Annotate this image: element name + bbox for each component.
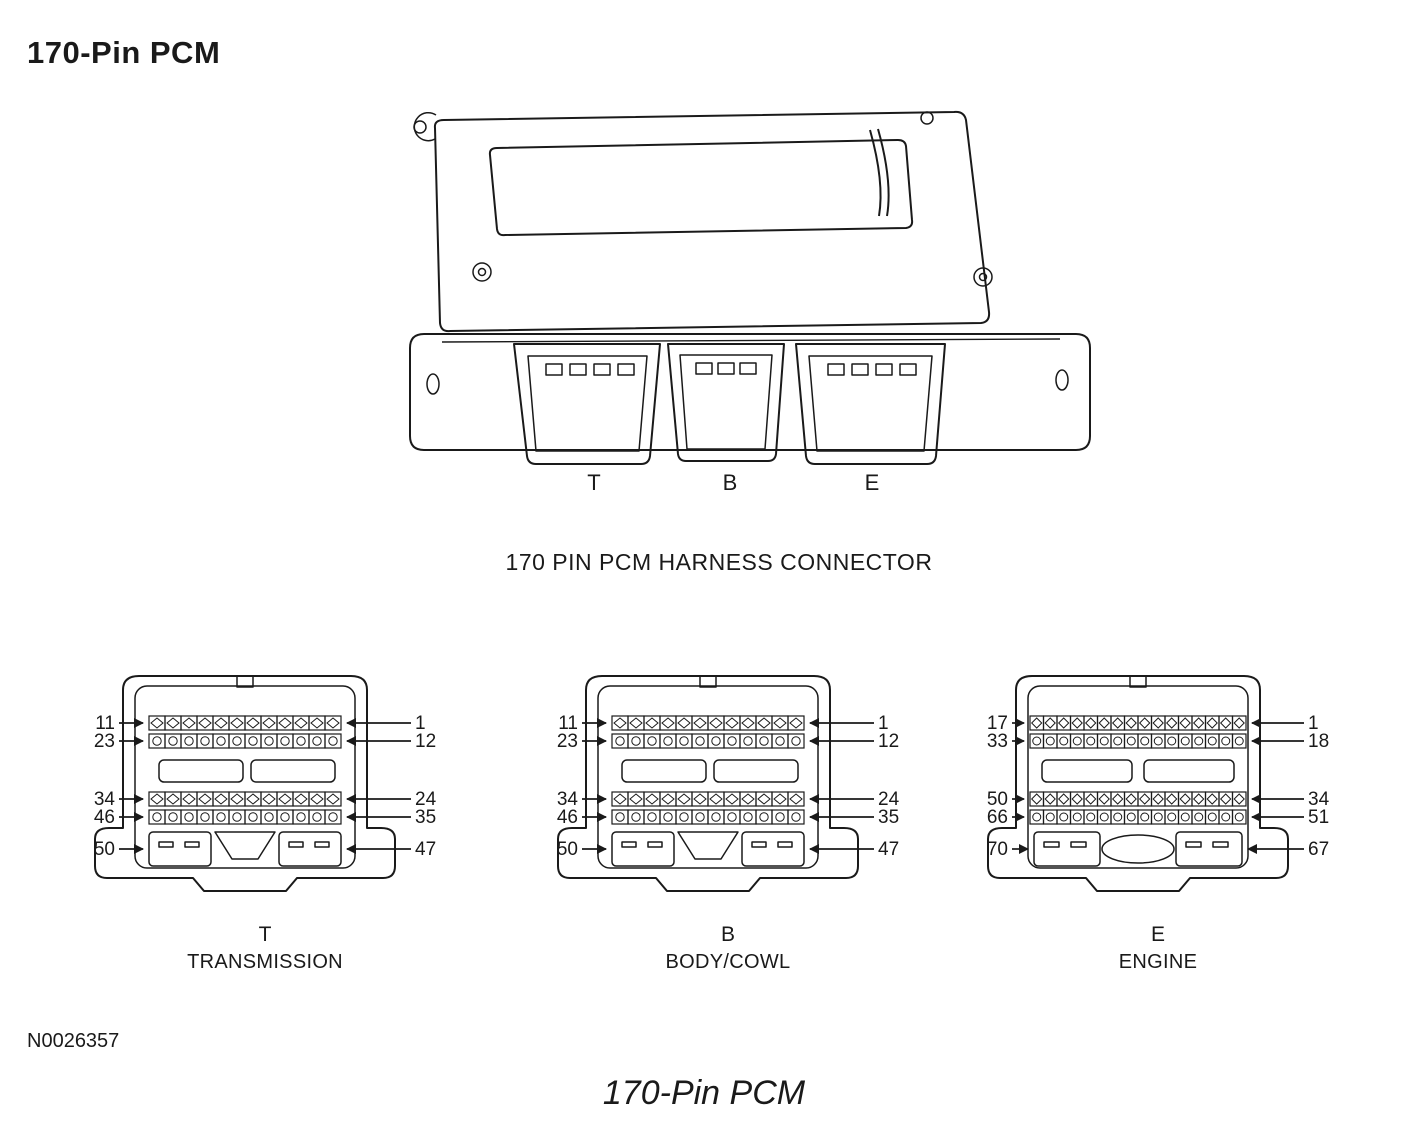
pin-pointer-arrows (582, 718, 874, 854)
pin-number-label: 11 (95, 713, 115, 734)
pin-number-label: 1 (415, 713, 426, 734)
pin-number-label: 34 (557, 789, 579, 810)
module-label-b: B (723, 470, 738, 495)
pin-number-label: 23 (557, 731, 578, 752)
pcm-module-drawing: T B E (409, 110, 1091, 495)
connector-letter: E (1150, 923, 1165, 946)
pin-number-label: 46 (94, 807, 115, 828)
blade-terminals (148, 831, 342, 867)
module-connector-letters: T B E (587, 470, 879, 495)
pin-number-label: 34 (94, 789, 116, 810)
pin-number-label: 1 (1308, 713, 1319, 734)
pin-number-label: 46 (557, 807, 578, 828)
pin-number-label: 50 (94, 839, 115, 860)
pin-number-label: 23 (94, 731, 115, 752)
pin-number-label: 50 (987, 789, 1008, 810)
blade-terminals (1033, 831, 1243, 867)
module-label-t: T (587, 470, 600, 495)
pin-number-label: 17 (987, 713, 1008, 734)
pin-number-label: 1 (878, 713, 889, 734)
pin-number-label: 18 (1308, 731, 1329, 752)
connector-shroud-e (795, 343, 946, 465)
pin-number-label: 35 (415, 807, 436, 828)
connector-face-drawing: 17 33 50 66 70 1 18 34 51 67 (987, 675, 1330, 892)
connector-diagram-transmission: 11 23 34 46 50 1 12 24 35 47 T TRANSMISS… (85, 664, 445, 974)
pin-number-label: 66 (987, 807, 1008, 828)
pin-number-label: 33 (987, 731, 1008, 752)
pin-number-label: 12 (415, 731, 436, 752)
pin-number-label: 12 (878, 731, 899, 752)
blade-terminals (611, 831, 805, 867)
pin-number-label: 50 (557, 839, 578, 860)
pin-number-label: 70 (987, 839, 1008, 860)
page-title: 170-Pin PCM (27, 34, 221, 70)
pin-number-label: 11 (558, 713, 578, 734)
pin-grid (1030, 716, 1246, 824)
connector-diagram-body-cowl: 11 23 34 46 50 1 12 24 35 47 B BODY/COWL (548, 664, 908, 974)
connector-outline (987, 675, 1289, 892)
pin-number-label: 24 (415, 789, 437, 810)
pin-number-label: 51 (1308, 807, 1329, 828)
pin-number-label: 47 (878, 839, 899, 860)
pin-pointer-arrows (119, 718, 411, 854)
pcm-case (433, 110, 991, 333)
connector-diagram-engine: 17 33 50 66 70 1 18 34 51 67 E ENGINE (978, 664, 1338, 974)
pin-number-labels: 11 23 34 46 50 1 12 24 35 47 (94, 713, 437, 860)
mounting-flange (409, 333, 1091, 451)
harness-connector-caption: 170 PIN PCM HARNESS CONNECTOR (505, 549, 933, 575)
connector-letter: B (720, 923, 735, 946)
mounting-holes (413, 111, 993, 287)
connector-letter: T (258, 923, 272, 946)
pin-number-label: 34 (1308, 789, 1330, 810)
connector-name: TRANSMISSION (187, 951, 343, 973)
pin-number-label: 24 (878, 789, 900, 810)
pcm-module-illustration: T B E (400, 104, 1100, 496)
connector-outline (557, 675, 859, 892)
pin-number-labels: 11 23 34 46 50 1 12 24 35 47 (557, 713, 900, 860)
pin-number-label: 67 (1308, 839, 1329, 860)
pin-number-label: 47 (415, 839, 436, 860)
pin-number-label: 35 (878, 807, 899, 828)
pin-pointer-arrows (1012, 718, 1304, 854)
pin-grid (149, 716, 341, 824)
connector-outline (94, 675, 396, 892)
connector-shroud-b (667, 343, 785, 462)
connector-face-drawing: 11 23 34 46 50 1 12 24 35 47 (557, 675, 900, 892)
pin-number-labels: 17 33 50 66 70 1 18 34 51 67 (987, 713, 1330, 860)
connector-name: ENGINE (1118, 951, 1198, 973)
module-label-e: E (865, 470, 880, 495)
figure-caption: 170-Pin PCM (602, 1074, 806, 1112)
connector-shroud-t (513, 343, 661, 465)
pin-grid (612, 716, 804, 824)
connector-face-drawing: 11 23 34 46 50 1 12 24 35 47 (94, 675, 437, 892)
figure-number: N0026357 (27, 1030, 120, 1052)
connector-name: BODY/COWL (665, 951, 791, 973)
